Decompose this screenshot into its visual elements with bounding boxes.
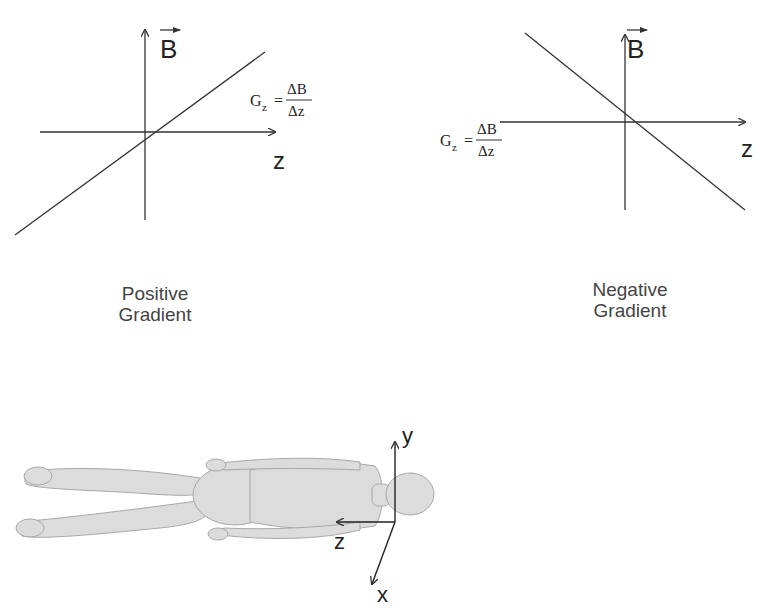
axis-label: z [273,148,285,174]
formula-part: G [250,92,262,110]
positive-gradient-graph [15,30,312,235]
formula-numerator: ΔB [477,121,497,138]
formula-part: = [274,92,283,110]
formula-part: = [464,132,473,150]
axis-label: y [402,424,413,448]
vector-label: B [160,35,177,64]
graph-caption: Positive Gradient [100,284,210,326]
formula-subscript: z [452,141,457,153]
negative-gradient-graph [476,30,745,210]
vector-label: B [627,35,644,64]
formula-part: G [440,132,452,150]
body-axes [337,442,395,584]
axis-label: x [377,583,388,607]
formula-denominator: Δz [288,103,304,120]
graph-caption: Negative Gradient [575,280,685,322]
formula-subscript: z [262,101,267,113]
formula-numerator: ΔB [287,81,307,98]
formula-denominator: Δz [478,143,494,160]
axis-label: z [334,530,345,554]
human-figure [16,458,434,540]
axis-label: z [741,136,753,162]
